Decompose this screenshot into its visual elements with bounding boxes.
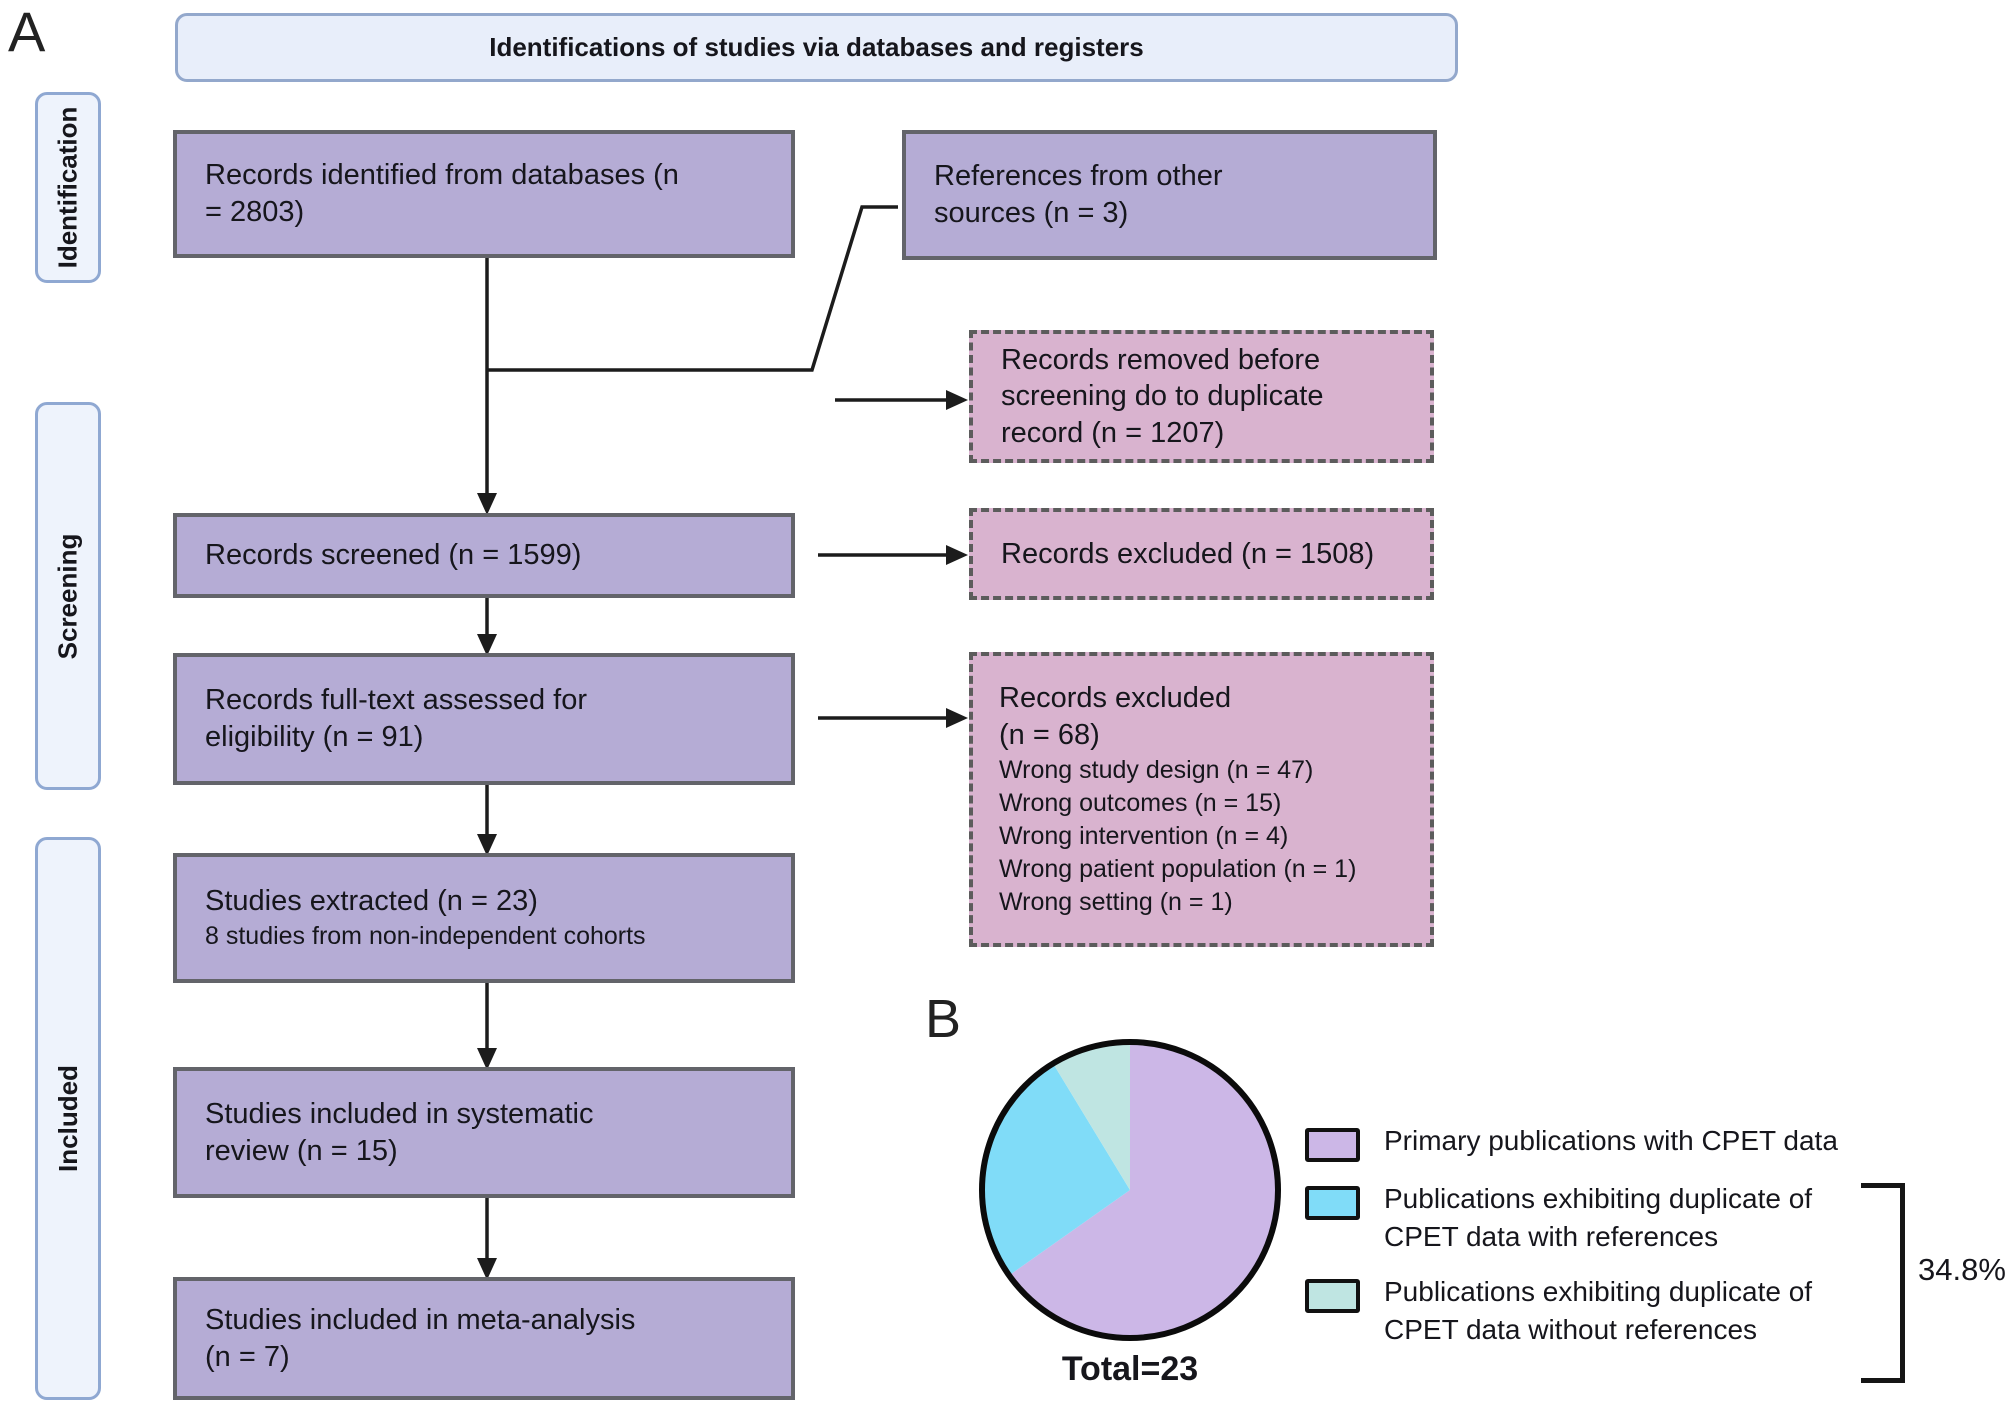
- legend-label-primary: Primary publications with CPET data: [1384, 1125, 1838, 1156]
- duplicate-share-percentage: 34.8%: [1918, 1252, 2006, 1287]
- legend-item-duplicate-without-refs: Publications exhibiting duplicate of CPE…: [1305, 1273, 1905, 1348]
- legend-swatch-duplicate-without-refs: [1305, 1279, 1360, 1314]
- legend-label-duplicate-with-refs: Publications exhibiting duplicate of CPE…: [1384, 1183, 1813, 1252]
- box-records-screened-text: Records screened (n = 1599): [205, 539, 582, 572]
- panel-a-label: A: [8, 0, 46, 63]
- legend-label-duplicate-without-refs: Publications exhibiting duplicate of CPE…: [1384, 1276, 1813, 1345]
- stage-included: Included: [35, 837, 101, 1400]
- pie-slice-1: [982, 1063, 1130, 1276]
- duplicate-share-bracket: [1861, 1183, 1905, 1383]
- box-records-excluded-fulltext-reasons: Wrong study design (n = 47) Wrong outcom…: [999, 755, 1357, 916]
- pie-slice-2: [1053, 1042, 1130, 1190]
- box-references-other-sources: References from other sources (n = 3): [902, 130, 1437, 260]
- pie-total-label: Total=23: [1061, 1350, 1199, 1388]
- legend-swatch-duplicate-with-refs: [1305, 1186, 1360, 1220]
- diagram-title: Identifications of studies via databases…: [175, 13, 1458, 82]
- stage-screening: Screening: [35, 402, 101, 790]
- box-records-excluded-screening: Records excluded (n = 1508): [969, 508, 1434, 600]
- pie-outline: [979, 1039, 1281, 1341]
- legend-item-duplicate-with-refs: Publications exhibiting duplicate of CPE…: [1305, 1180, 1905, 1255]
- box-records-removed-text: Records removed before screening do to d…: [1001, 343, 1324, 449]
- stage-identification: Identification: [35, 92, 101, 283]
- box-meta-analysis-text: Studies included in meta-analysis (n = 7…: [205, 1303, 636, 1373]
- box-fulltext-assessed: Records full-text assessed for eligibili…: [173, 653, 795, 785]
- box-records-excluded-fulltext-title: Records excluded (n = 68): [999, 682, 1232, 751]
- box-records-identified: Records identified from databases (n = 2…: [173, 130, 795, 258]
- box-meta-analysis: Studies included in meta-analysis (n = 7…: [173, 1277, 795, 1400]
- pie-legend: Primary publications with CPET data Publ…: [1305, 1122, 1905, 1366]
- panel-b-label: B: [925, 989, 962, 1049]
- box-records-excluded-screening-text: Records excluded (n = 1508): [1001, 537, 1375, 570]
- box-records-removed: Records removed before screening do to d…: [969, 330, 1434, 463]
- box-fulltext-assessed-text: Records full-text assessed for eligibili…: [205, 684, 587, 753]
- box-records-excluded-fulltext: Records excluded (n = 68) Wrong study de…: [969, 652, 1434, 947]
- pie-slice-0: [1009, 1042, 1279, 1338]
- stage-included-label: Included: [52, 1065, 83, 1172]
- pie-chart: [979, 1039, 1281, 1341]
- box-systematic-review: Studies included in systematic review (n…: [173, 1067, 795, 1198]
- stage-screening-label: Screening: [52, 533, 83, 659]
- diagram-title-text: Identifications of studies via databases…: [489, 32, 1144, 62]
- box-references-other-sources-text: References from other sources (n = 3): [934, 160, 1223, 229]
- box-studies-extracted: Studies extracted (n = 23) 8 studies fro…: [173, 853, 795, 983]
- box-records-identified-text: Records identified from databases (n = 2…: [205, 159, 679, 228]
- legend-swatch-primary: [1305, 1128, 1360, 1162]
- stage-identification-label: Identification: [52, 106, 83, 269]
- box-systematic-review-text: Studies included in systematic review (n…: [205, 1097, 594, 1167]
- box-studies-extracted-main: Studies extracted (n = 23): [205, 885, 538, 918]
- box-studies-extracted-sub: 8 studies from non-independent cohorts: [205, 922, 646, 951]
- legend-item-primary: Primary publications with CPET data: [1305, 1122, 1905, 1162]
- box-records-screened: Records screened (n = 1599): [173, 513, 795, 598]
